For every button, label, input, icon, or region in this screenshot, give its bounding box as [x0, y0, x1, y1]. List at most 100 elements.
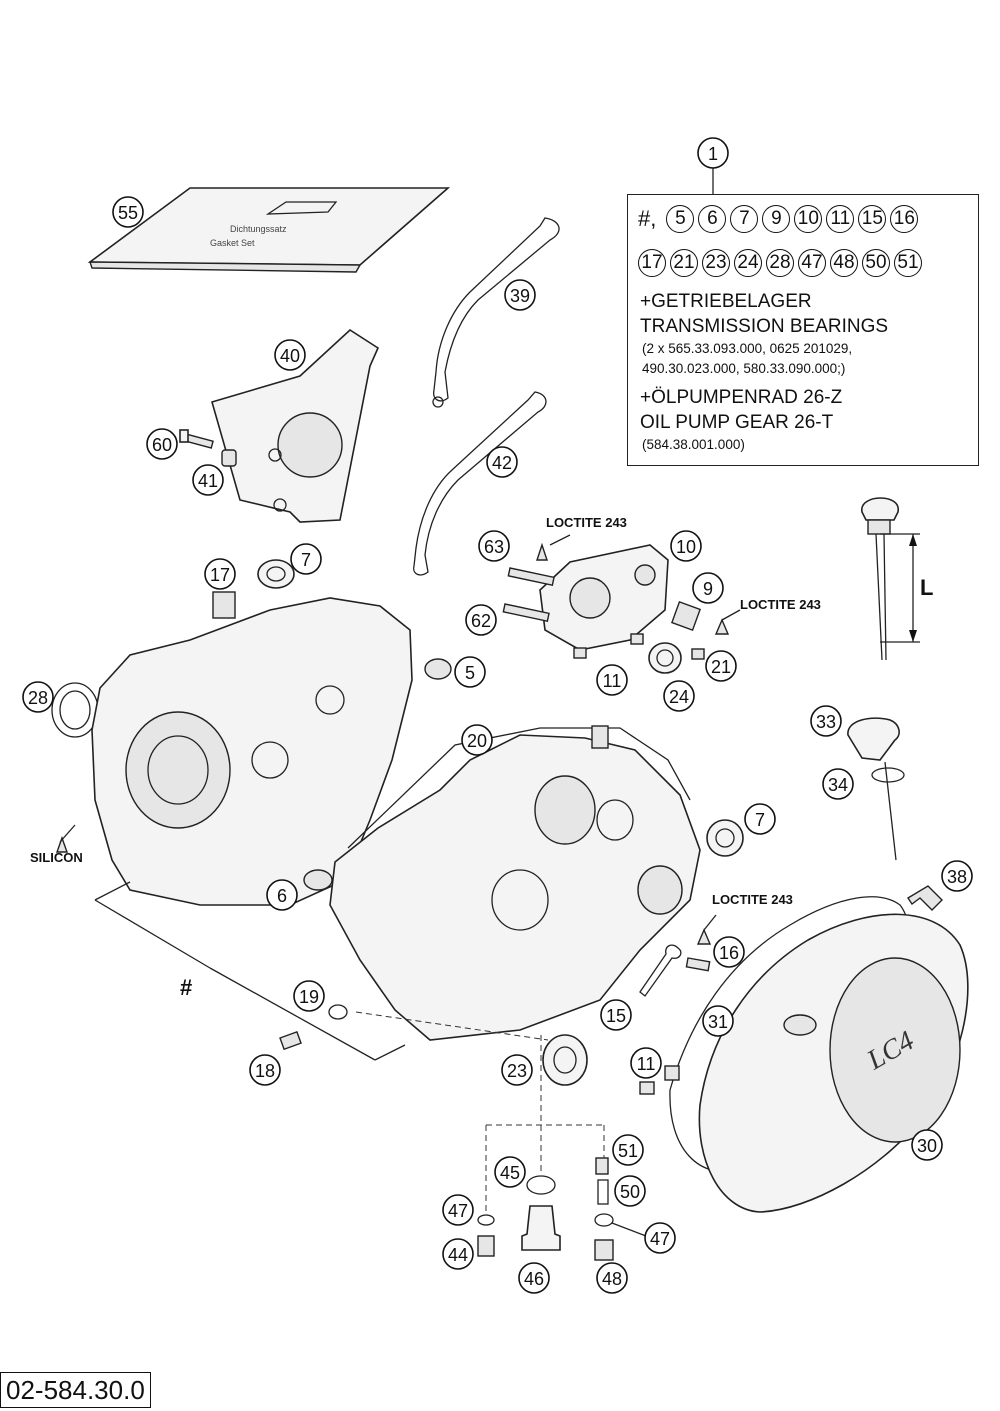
bolt-63	[507, 567, 555, 587]
kit-part-16: 16	[890, 205, 919, 233]
svg-text:5: 5	[465, 663, 475, 683]
svg-text:Dichtungssatz: Dichtungssatz	[230, 224, 287, 234]
kit-part-6: 6	[698, 205, 727, 233]
callout-21: 21	[705, 650, 737, 682]
callout-63: 63	[478, 530, 510, 562]
callout-7: 7	[290, 543, 322, 575]
callout-24: 24	[663, 680, 695, 712]
washer-19	[328, 1004, 348, 1020]
svg-text:62: 62	[471, 611, 491, 631]
svg-text:60: 60	[152, 435, 172, 455]
kit-part-5: 5	[666, 205, 695, 233]
svg-text:7: 7	[755, 810, 765, 830]
svg-text:7: 7	[301, 550, 311, 570]
callout-30: 30	[911, 1129, 943, 1161]
callout-47: 47	[644, 1222, 676, 1254]
bearing-23	[542, 1034, 588, 1086]
silicon-note: SILICON	[30, 850, 83, 865]
svg-text:47: 47	[448, 1201, 468, 1221]
callout-9: 9	[692, 572, 724, 604]
callout-55: 55	[112, 196, 144, 228]
screw-21	[691, 648, 705, 660]
washer-47b	[594, 1213, 614, 1227]
svg-text:17: 17	[210, 565, 230, 585]
callout-42: 42	[486, 446, 518, 478]
callout-7: 7	[744, 803, 776, 835]
svg-text:18: 18	[255, 1061, 275, 1081]
callout-38: 38	[941, 860, 973, 892]
kit-part-11: 11	[826, 205, 855, 233]
loctite-note-1: LOCTITE 243	[546, 515, 627, 530]
callout-20: 20	[461, 724, 493, 756]
clip-38	[907, 885, 943, 911]
bearing-7-right	[706, 819, 744, 857]
kit-part-9: 9	[762, 205, 791, 233]
svg-text:33: 33	[816, 712, 836, 732]
callout-41: 41	[192, 464, 224, 496]
gasket-set-booklet: Dichtungssatz Gasket Set	[87, 187, 451, 273]
callout-19: 19	[293, 980, 325, 1012]
bushing-5	[424, 658, 452, 680]
svg-text:42: 42	[492, 453, 512, 473]
kit-text-line: (2 x 565.33.093.000, 0625 201029,	[642, 341, 853, 356]
svg-text:19: 19	[299, 987, 319, 1007]
plug-44	[477, 1235, 495, 1257]
callout-11: 11	[630, 1047, 662, 1079]
bolt-62	[502, 603, 550, 623]
svg-text:1: 1	[708, 144, 718, 164]
kit-text-line: 490.30.023.000, 580.33.090.000;)	[642, 361, 846, 376]
callout-50: 50	[614, 1175, 646, 1207]
callout-46: 46	[518, 1262, 550, 1294]
callout-45: 45	[494, 1156, 526, 1188]
svg-text:63: 63	[484, 537, 504, 557]
svg-text:51: 51	[618, 1141, 638, 1161]
svg-text:9: 9	[703, 579, 713, 599]
screw-16	[685, 957, 711, 972]
loctite-note-2: LOCTITE 243	[740, 597, 821, 612]
kit-text-line: OIL PUMP GEAR 26-T	[640, 412, 834, 433]
callout-60: 60	[146, 428, 178, 460]
loctite-note-3: LOCTITE 243	[712, 892, 793, 907]
callout-40: 40	[274, 339, 306, 371]
svg-text:44: 44	[448, 1245, 468, 1265]
callout-48: 48	[596, 1262, 628, 1294]
svg-text:34: 34	[828, 775, 848, 795]
dowel-11b	[573, 647, 587, 659]
callout-5: 5	[454, 656, 486, 688]
svg-text:10: 10	[676, 537, 696, 557]
svg-text:15: 15	[606, 1006, 626, 1026]
svg-text:6: 6	[277, 886, 287, 906]
bearing-9	[671, 601, 701, 631]
chain-guide-lower	[413, 391, 547, 576]
svg-text:39: 39	[510, 286, 530, 306]
callout-kit-number: 1	[697, 137, 729, 169]
callout-23: 23	[501, 1054, 533, 1086]
o-ring-34	[871, 767, 905, 783]
seal-45	[526, 1175, 556, 1195]
callout-17: 17	[204, 558, 236, 590]
svg-text:30: 30	[917, 1136, 937, 1156]
loctite-drop-1	[536, 542, 548, 561]
crankcase-right-half	[329, 734, 701, 1041]
kit-part-7: 7	[730, 205, 759, 233]
svg-text:28: 28	[28, 688, 48, 708]
kit-part-50: 50	[862, 249, 890, 277]
svg-text:41: 41	[198, 471, 218, 491]
callout-18: 18	[249, 1054, 281, 1086]
document-number: 02-584.30.0	[0, 1372, 151, 1408]
bolt-60	[179, 429, 214, 449]
leader-lines	[59, 168, 741, 1237]
svg-text:47: 47	[650, 1229, 670, 1249]
svg-text:24: 24	[669, 687, 689, 707]
kit-part-17: 17	[638, 249, 666, 277]
kit-part-24: 24	[734, 249, 762, 277]
kit-part-21: 21	[670, 249, 698, 277]
svg-text:23: 23	[507, 1061, 527, 1081]
dipstick	[861, 497, 920, 661]
kit-text-line: TRANSMISSION BEARINGS	[640, 316, 889, 337]
kit-text-line: +ÖLPUMPENRAD 26-Z	[640, 387, 843, 408]
lock-plate-15	[639, 944, 682, 997]
